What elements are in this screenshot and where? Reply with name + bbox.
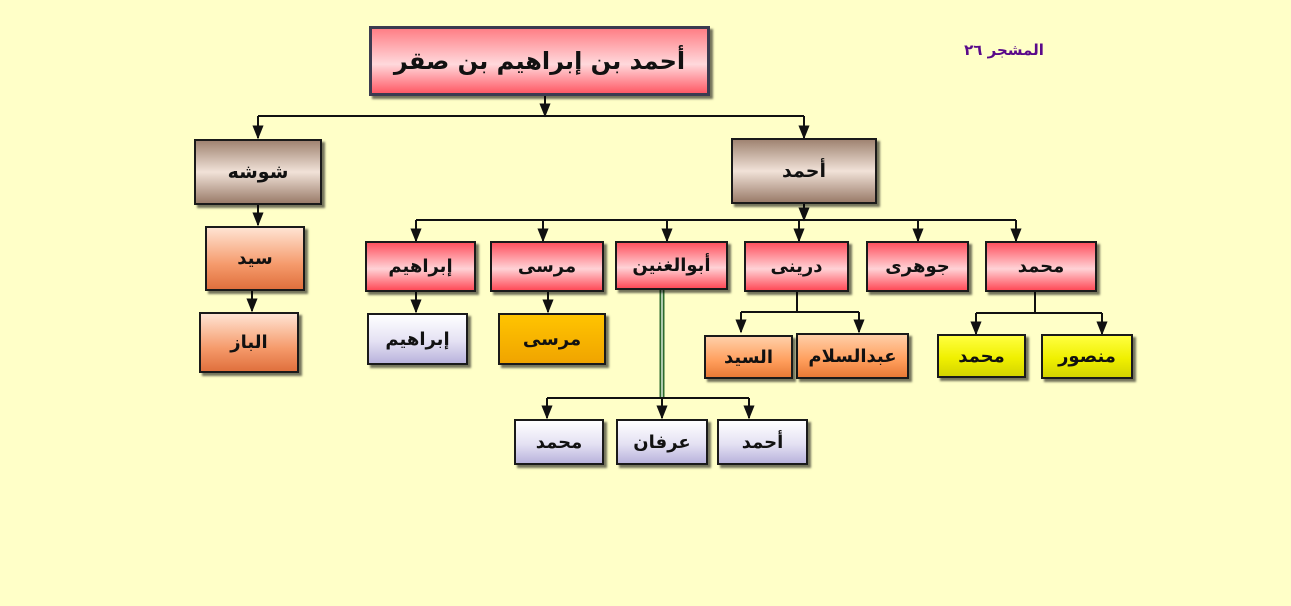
node-muhammad-3: محمد xyxy=(514,419,604,465)
node-darini: درينى xyxy=(744,241,849,292)
node-muhammad: محمد xyxy=(985,241,1097,292)
node-muhammad-2: محمد xyxy=(937,334,1026,378)
node-label: عبدالسلام xyxy=(808,345,897,367)
node-label: درينى xyxy=(770,256,823,277)
node-label: منصور xyxy=(1058,346,1116,367)
node-label: سيد xyxy=(237,248,273,269)
node-label: مرسى xyxy=(517,256,577,277)
node-ibrahim: إبراهيم xyxy=(365,241,476,292)
node-label: أحمد xyxy=(741,431,784,453)
node-jawhari: جوهرى xyxy=(866,241,969,292)
node-label: أحمد بن إبراهيم بن صقر xyxy=(393,47,686,75)
node-label: الباز xyxy=(230,332,268,353)
node-label: السيد xyxy=(724,346,773,368)
node-shousha: شوشه xyxy=(194,139,322,205)
node-abdelsalam: عبدالسلام xyxy=(796,333,909,379)
node-ibrahim-2: إبراهيم xyxy=(367,313,468,365)
diagram-caption: المشجر ٢٦ xyxy=(964,41,1044,59)
node-abulghanin: أبوالغنين xyxy=(615,241,728,290)
node-label: مرسى xyxy=(522,328,582,350)
node-label: محمد xyxy=(958,345,1005,367)
node-ahmad: أحمد xyxy=(731,138,877,204)
node-mansour: منصور xyxy=(1041,334,1133,379)
node-root-ahmad-ibn-ibrahim: أحمد بن إبراهيم بن صقر xyxy=(369,26,710,96)
node-label: محمد xyxy=(535,431,583,453)
node-ahmad-2: أحمد xyxy=(717,419,808,465)
node-label: أحمد xyxy=(782,160,826,182)
node-mursi-2: مرسى xyxy=(498,313,606,365)
node-label: شوشه xyxy=(227,161,289,183)
node-label: محمد xyxy=(1017,256,1065,277)
node-label: أبوالغنين xyxy=(632,255,711,276)
node-irfan: عرفان xyxy=(616,419,708,465)
node-label: إبراهيم xyxy=(388,256,453,277)
node-alsayed: السيد xyxy=(704,335,793,379)
node-label: إبراهيم xyxy=(385,328,450,350)
node-sayed: سيد xyxy=(205,226,305,291)
node-label: جوهرى xyxy=(885,256,950,277)
node-mursi: مرسى xyxy=(490,241,604,292)
node-label: عرفان xyxy=(633,431,691,453)
node-albaz: الباز xyxy=(199,312,299,373)
